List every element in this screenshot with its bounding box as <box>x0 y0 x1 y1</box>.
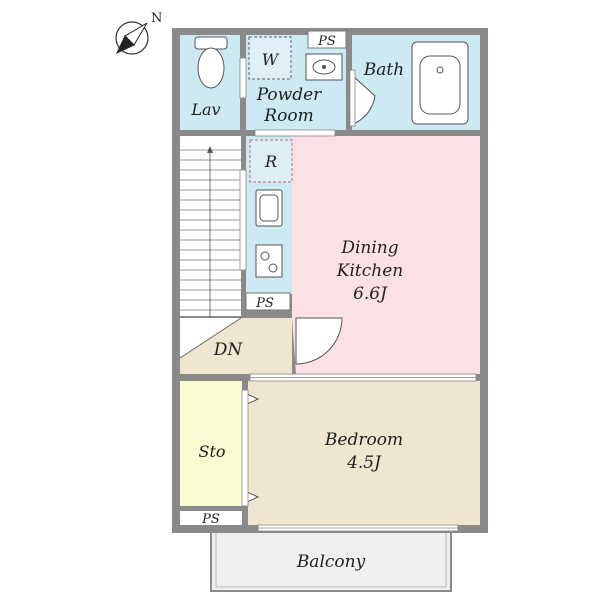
storage-door-track <box>241 389 249 507</box>
washer-space <box>248 36 292 80</box>
fridge-label: R <box>264 152 277 171</box>
balcony-label: Balcony <box>296 552 366 572</box>
compass: N <box>115 11 162 55</box>
compass-north-label: N <box>151 11 162 26</box>
dn-landing <box>180 318 292 374</box>
powder-room-label-line2: Room <box>263 106 313 126</box>
balcony-area <box>210 528 452 592</box>
stair-area <box>180 136 241 316</box>
lav-door-opening <box>239 57 247 99</box>
stair-diagonal <box>179 317 242 359</box>
ps-middle-label: PS <box>255 296 274 311</box>
dining-door-swing <box>295 317 343 365</box>
ps-bottom-label: PS <box>201 512 220 527</box>
powder-room-label-line1: Powder <box>256 85 322 105</box>
bedroom-label: Bedroom <box>324 430 403 450</box>
bathtub-basin <box>419 55 461 115</box>
lav-label: Lav <box>190 100 220 119</box>
dining-size-label: 6.6J <box>353 284 388 304</box>
bathtub-drain <box>436 66 444 74</box>
dining-label-line2: Kitchen <box>336 261 403 281</box>
ps-middle-box <box>245 292 291 311</box>
bedroom-room <box>248 381 480 525</box>
powder-room-opening <box>254 129 336 137</box>
ps-top-box <box>307 30 347 49</box>
powder-room <box>246 35 346 130</box>
stove-burner-right <box>268 263 278 273</box>
storage-label: Sto <box>198 442 225 461</box>
bedroom-size-label: 4.5J <box>346 453 382 473</box>
storage-room <box>180 381 242 506</box>
stove-burner-left <box>260 251 270 261</box>
dn-label: DN <box>213 340 244 360</box>
toilet-bowl <box>197 47 225 89</box>
toilet-tank <box>194 36 228 50</box>
dining-kitchen-room <box>292 136 480 374</box>
ps-bottom-box <box>180 511 242 525</box>
bath-door-opening <box>349 69 356 127</box>
bath-label: Bath <box>363 60 404 80</box>
washbasin-drain <box>322 65 326 69</box>
fridge-space <box>249 139 293 183</box>
ps-top-label: PS <box>317 34 336 49</box>
stove <box>255 244 283 278</box>
stair-side-opening <box>239 169 247 271</box>
compass-needle-dark <box>115 35 135 55</box>
dining-label-line1: Dining <box>340 238 398 258</box>
toilet-fixture <box>194 36 228 89</box>
stair-arrow-head <box>207 146 213 153</box>
washer-label: W <box>262 50 280 69</box>
kitchen-sink-basin <box>259 194 279 222</box>
